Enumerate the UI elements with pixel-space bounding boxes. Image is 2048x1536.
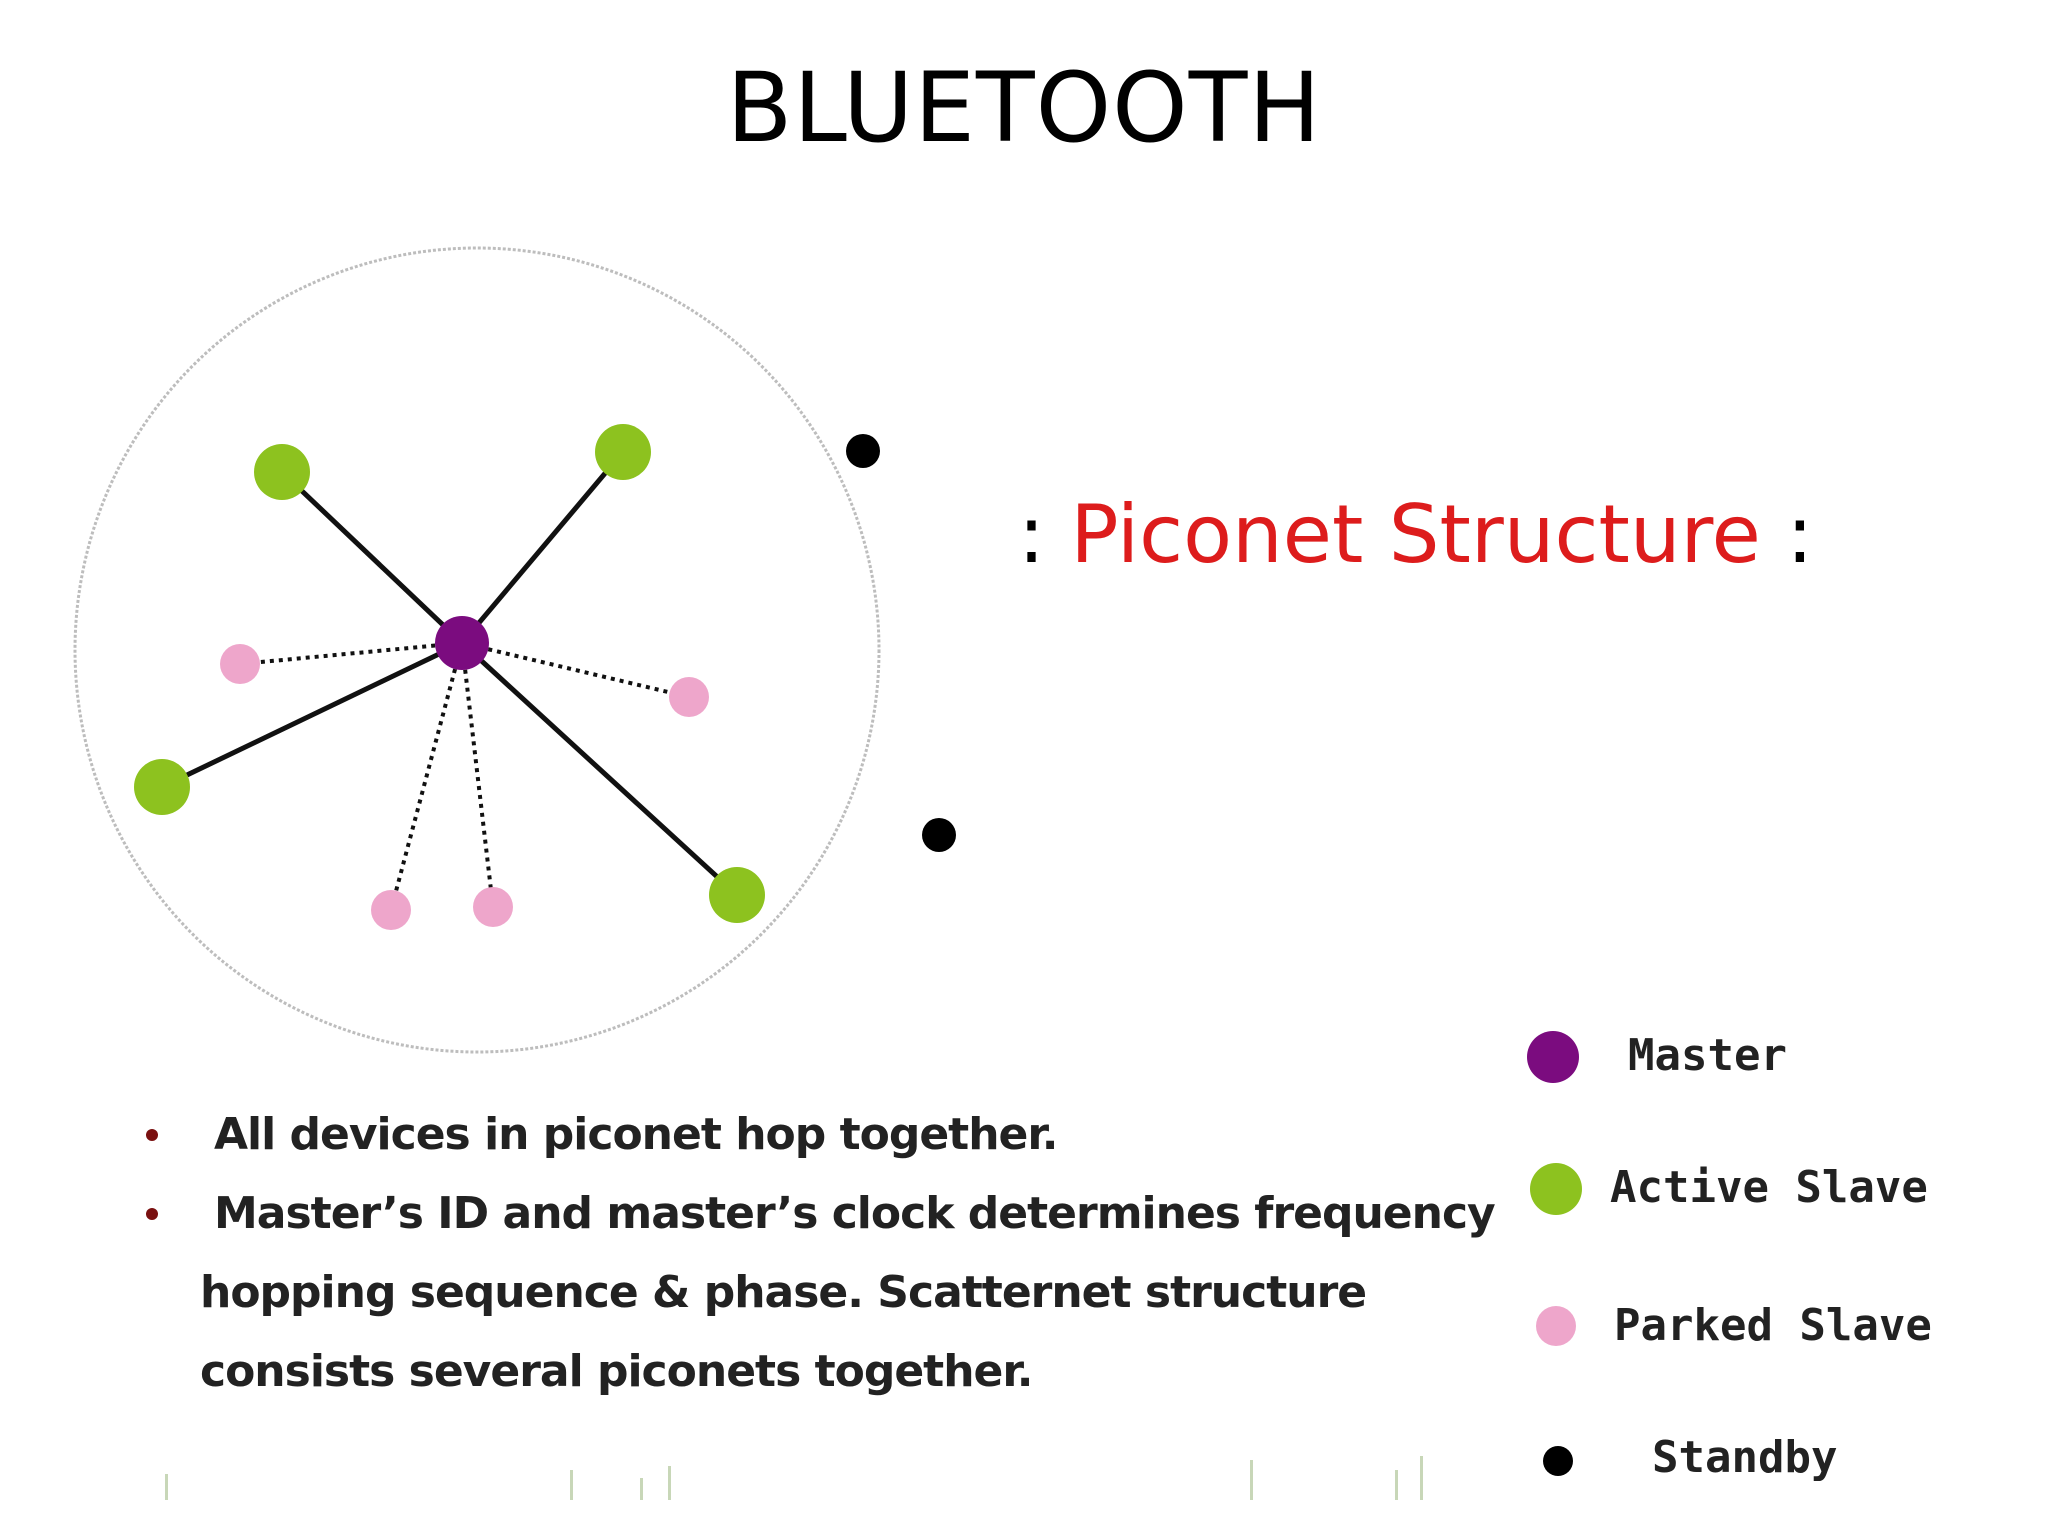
bullet-dot bbox=[146, 1208, 158, 1220]
link-parked-1 bbox=[239, 641, 463, 666]
piconet-heading: : Piconet Structure : bbox=[1018, 488, 1813, 581]
link-active-1 bbox=[280, 470, 464, 645]
grass-decoration bbox=[570, 1470, 573, 1500]
grass-decoration bbox=[1420, 1456, 1423, 1500]
bullet-item: Master’s ID and master’s clock determine… bbox=[130, 1174, 1530, 1411]
legend-master-swatch bbox=[1527, 1031, 1579, 1083]
grass-decoration bbox=[1250, 1460, 1253, 1500]
standby-node bbox=[846, 434, 880, 468]
legend-master-label: Master bbox=[1628, 1030, 1787, 1081]
legend-parked-label: Parked Slave bbox=[1614, 1300, 1932, 1351]
bullet-list: All devices in piconet hop together. Mas… bbox=[130, 1095, 1530, 1411]
bullet-continuation: hopping sequence & phase. Scatternet str… bbox=[200, 1267, 1367, 1397]
piconet-boundary bbox=[73, 246, 881, 1054]
bullet-text: Master’s ID and master’s clock determine… bbox=[214, 1188, 1496, 1239]
parked-slave-node bbox=[473, 887, 513, 927]
bullet-text: All devices in piconet hop together. bbox=[214, 1109, 1059, 1160]
legend-parked-swatch bbox=[1536, 1306, 1576, 1346]
link-parked-4 bbox=[460, 642, 495, 908]
legend-standby-label: Standby bbox=[1652, 1432, 1838, 1483]
link-active-3 bbox=[160, 640, 464, 790]
grass-decoration bbox=[640, 1478, 643, 1500]
bullet-dot bbox=[146, 1129, 158, 1141]
heading-prefix: : bbox=[1018, 488, 1071, 581]
link-parked-3 bbox=[389, 642, 464, 911]
master-node bbox=[435, 616, 489, 670]
grass-decoration bbox=[1395, 1470, 1398, 1500]
active-slave-node bbox=[134, 759, 190, 815]
parked-slave-node bbox=[220, 644, 260, 684]
legend-standby-swatch bbox=[1543, 1446, 1573, 1476]
link-active-2 bbox=[460, 450, 625, 645]
grass-decoration bbox=[668, 1466, 671, 1500]
parked-slave-node bbox=[371, 890, 411, 930]
heading-suffix: : bbox=[1760, 488, 1814, 581]
link-active-4 bbox=[460, 641, 739, 897]
slide-title: BLUETOOTH bbox=[726, 52, 1322, 164]
standby-node bbox=[922, 818, 956, 852]
heading-text: Piconet Structure bbox=[1070, 488, 1761, 581]
parked-slave-node bbox=[669, 677, 709, 717]
bullet-item: All devices in piconet hop together. bbox=[130, 1095, 1530, 1174]
link-parked-2 bbox=[461, 641, 690, 699]
legend-active-swatch bbox=[1530, 1163, 1582, 1215]
grass-decoration bbox=[165, 1474, 168, 1500]
legend-active-label: Active Slave bbox=[1610, 1162, 1928, 1213]
active-slave-node bbox=[709, 867, 765, 923]
active-slave-node bbox=[595, 424, 651, 480]
active-slave-node bbox=[254, 444, 310, 500]
